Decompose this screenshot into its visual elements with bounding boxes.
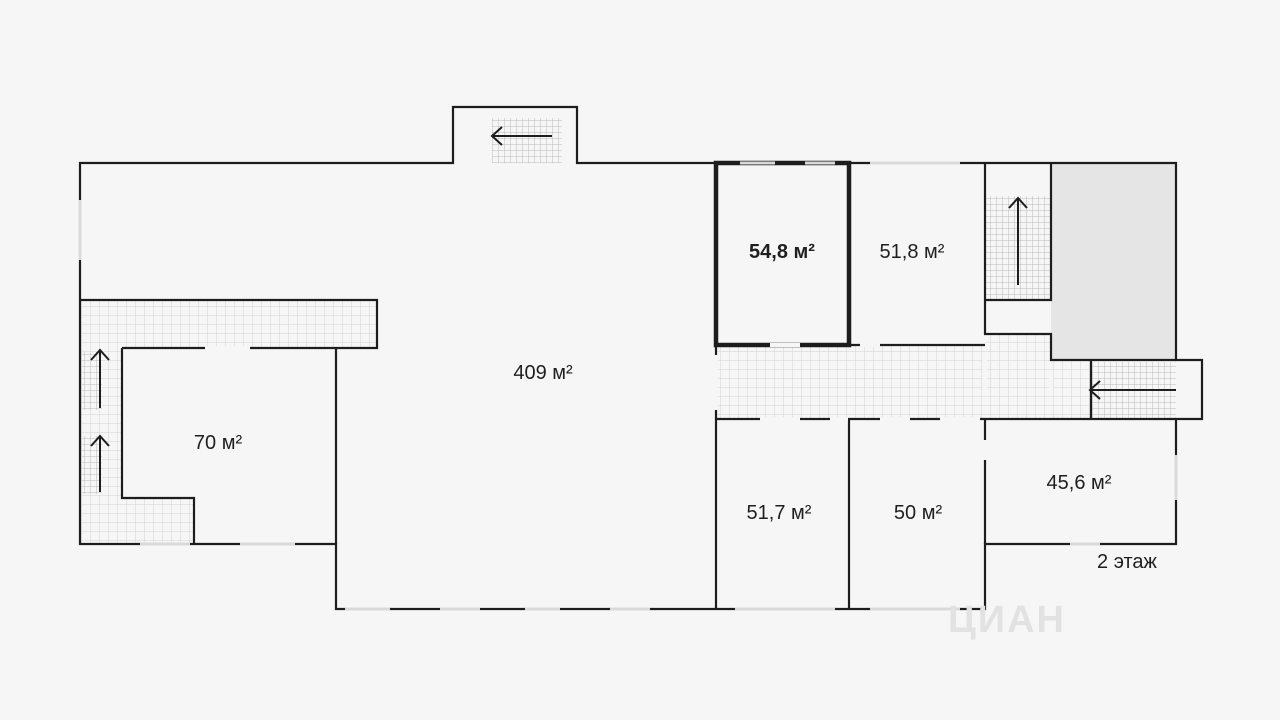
corridor-east [717,345,985,419]
arrow-left-icon [490,126,552,146]
corridor-east-hall [985,334,1051,419]
arrow-up-icon [90,348,110,408]
doors [205,161,1053,460]
room-area-south-2: 50 м² [894,502,943,524]
staircase-west-upper [82,352,102,410]
staircase-west-lower [82,436,102,494]
watermark: ЦИАН [948,599,1066,641]
windows [78,161,1178,611]
corridor-west-bottom [80,498,194,544]
floor-label: 2 этаж [1097,551,1158,573]
room-area-main-hall: 409 м² [513,362,573,384]
staircase-top [492,118,562,163]
arrow-up-icon [1008,196,1028,285]
arrow-up-icon [90,434,110,492]
room-area-south-1: 51,7 м² [747,502,812,524]
room-area-west: 70 м² [194,432,243,454]
corridor-east-end [1051,360,1091,419]
room-area-selected[interactable]: 54,8 м² [749,241,815,263]
corridor-west-top [80,300,377,348]
room-area-south-east: 45,6 м² [1047,472,1112,494]
room-area-north-east: 51,8 м² [880,241,945,263]
